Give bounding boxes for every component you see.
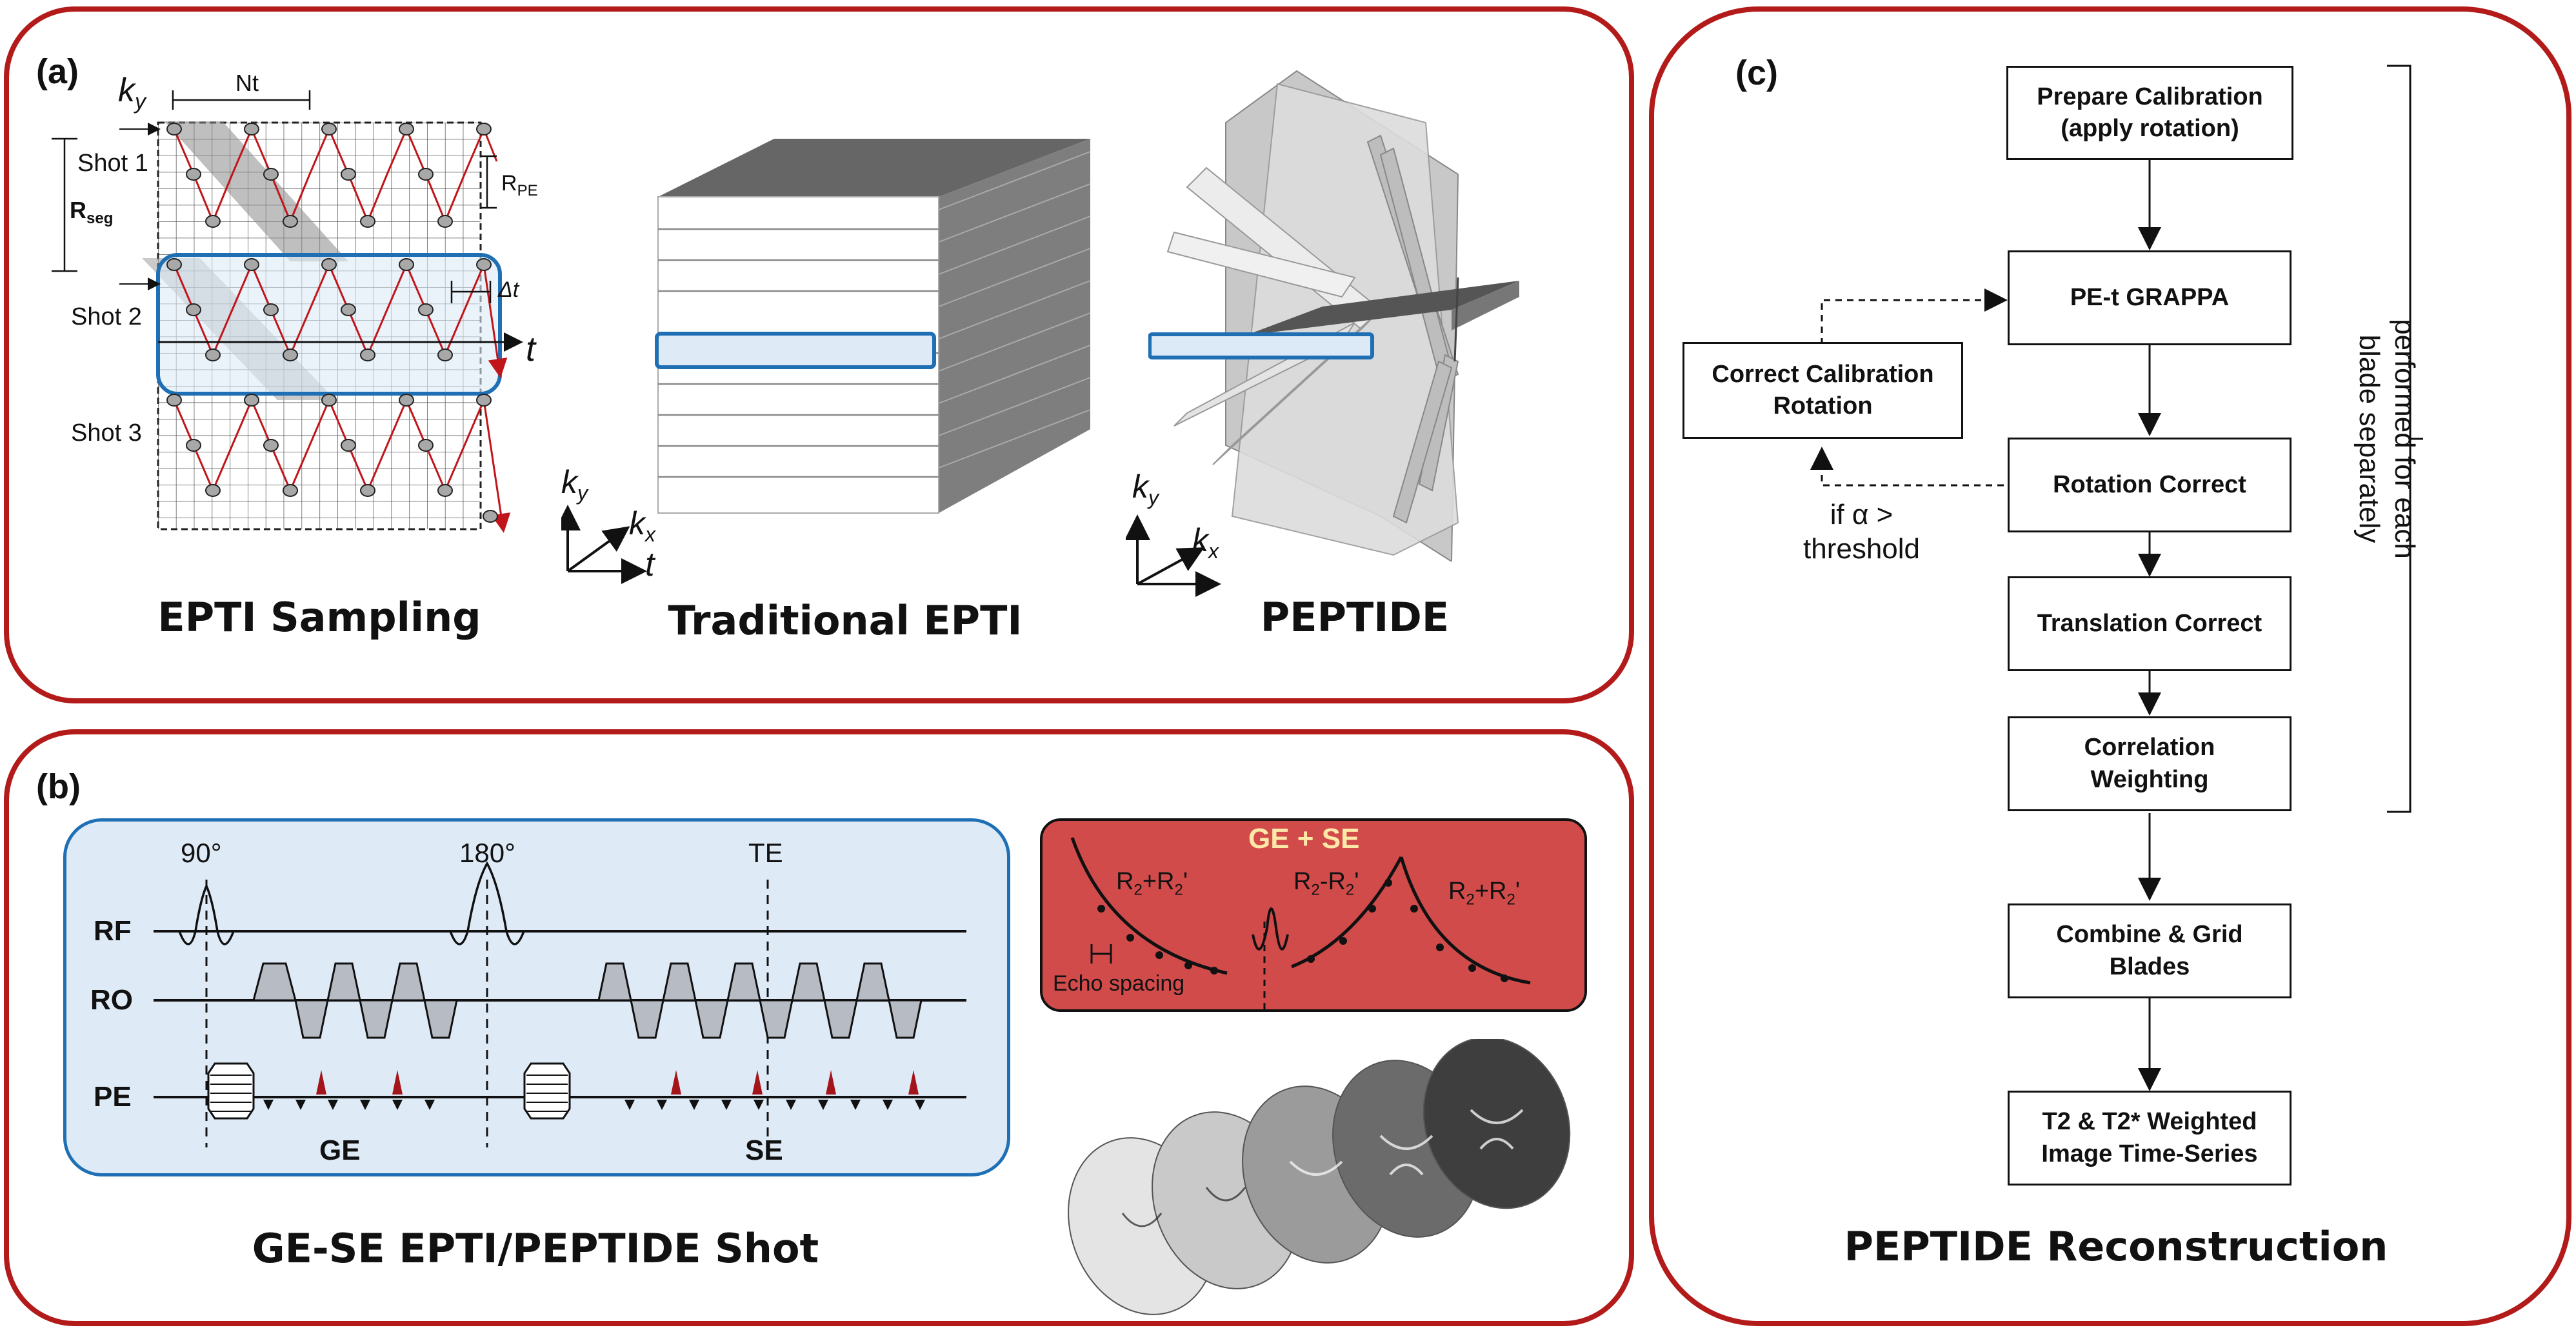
pe-t-grappa-box: PE-t GRAPPA	[2008, 250, 2291, 345]
te-label: TE	[748, 838, 783, 868]
blade-top	[1245, 281, 1519, 336]
pe-blips-up	[316, 1070, 919, 1095]
peptide-ky-label: ky	[1132, 469, 1159, 509]
rf-label: RF	[94, 915, 132, 947]
echo-spacing-label: Echo spacing	[1053, 971, 1185, 996]
ge-label: GE	[319, 1135, 361, 1166]
epti-sampling-title: EPTI Sampling	[157, 594, 481, 641]
ro-label: RO	[90, 984, 133, 1016]
shot1-band	[165, 121, 348, 261]
se-decay-curve	[1399, 856, 1531, 985]
shot2-trajectory	[173, 261, 508, 378]
rotation-correct-box: Rotation Correct	[2008, 438, 2291, 532]
sample-points	[166, 123, 498, 523]
panel-c-label: (c)	[1735, 54, 1778, 92]
rf-90-pulse	[178, 883, 235, 945]
shot1-label: Shot 1	[77, 150, 148, 177]
alpha-threshold-label: if α >threshold	[1803, 499, 1921, 565]
deg180-label: 180°	[459, 838, 515, 868]
traditional-axes	[561, 505, 647, 584]
trad-t-label: t	[645, 546, 655, 583]
translation-correct-box: Translation Correct	[2008, 576, 2291, 671]
panel-b-label: (b)	[36, 767, 81, 806]
peptide-axes	[1126, 514, 1221, 597]
pulse-sequence	[154, 861, 966, 1147]
ge-decay-curve	[1070, 837, 1228, 975]
rf-180-pulse	[449, 861, 525, 945]
epti-highlight-slab	[655, 332, 936, 369]
peptide-highlight-blade	[1148, 332, 1374, 359]
deg90-label: 90°	[181, 838, 222, 868]
pe-phase-blocks	[207, 1062, 571, 1120]
ky-label: ky	[118, 72, 146, 114]
delta-t-label: Δt	[498, 278, 519, 302]
signal-left-label: R2+R2'	[1116, 868, 1188, 899]
signal-title: GE + SE	[1248, 823, 1360, 854]
pe-label: PE	[94, 1081, 132, 1113]
peptide-title: PEPTIDE	[1260, 594, 1450, 641]
shot1-trajectory	[173, 126, 498, 224]
traditional-epti-cube	[655, 139, 1091, 514]
signal-mid-label: R2-R2'	[1293, 868, 1359, 899]
signal-curves	[1070, 837, 1531, 1012]
pe-blips-down	[263, 1100, 925, 1110]
peptide-blades	[1148, 70, 1519, 561]
shot3-trajectory	[173, 396, 511, 533]
traditional-epti-title: Traditional EPTI	[668, 597, 1023, 644]
rseg-label: Rseg	[70, 197, 114, 228]
shot2-highlight	[156, 253, 502, 396]
panel-b-title: GE-SE EPTI/PEPTIDE Shot	[252, 1225, 819, 1272]
shot3-label: Shot 3	[71, 419, 142, 447]
panel-c-title: PEPTIDE Reconstruction	[1844, 1223, 2388, 1270]
panel-a-label: (a)	[36, 52, 79, 91]
shot2-label: Shot 2	[71, 303, 142, 330]
t-label: t	[526, 330, 536, 368]
trad-kx-label: kx	[629, 505, 655, 546]
rpe-label: RPE	[501, 171, 538, 199]
se-label: SE	[745, 1135, 783, 1166]
prepare-calibration-box: Prepare Calibration(apply rotation)	[2006, 66, 2293, 160]
signal-right-label: R2+R2'	[1448, 878, 1521, 909]
blade-side	[1452, 281, 1519, 330]
signal-box	[1040, 818, 1587, 1012]
nt-label: Nt	[235, 70, 259, 96]
echo-pulse	[1252, 907, 1289, 951]
brain-image-stack	[1068, 1039, 1571, 1315]
epti-sampling-diagram	[52, 90, 523, 533]
reconstruction-flow-connectors	[1810, 65, 2423, 1091]
trad-ky-label: ky	[561, 464, 588, 505]
cube-top	[658, 139, 1090, 197]
peptide-kx-label: kx	[1192, 522, 1219, 563]
cube-side	[939, 139, 1090, 513]
